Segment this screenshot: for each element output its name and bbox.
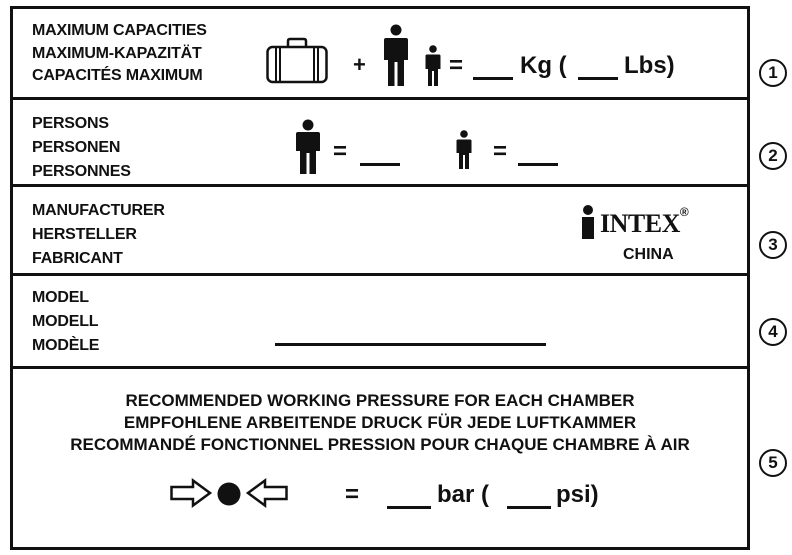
- pressure-bar-blank[interactable]: [387, 484, 431, 509]
- arrow-right-icon: [170, 478, 213, 508]
- intex-logo: INTEX®: [580, 205, 689, 239]
- luggage-icon: [266, 37, 328, 84]
- pressure-heading: RECOMMENDED WORKING PRESSURE FOR EACH CH…: [10, 390, 750, 456]
- section-divider: [10, 97, 750, 100]
- capacity-lbs-blank[interactable]: [578, 55, 618, 80]
- label-en: PERSONS: [32, 115, 109, 132]
- section-number-5: 5: [759, 449, 787, 477]
- unit-psi: psi): [556, 481, 599, 508]
- label-de: PERSONEN: [32, 139, 121, 156]
- chamber-dot-icon: [217, 482, 241, 506]
- adult-count-blank[interactable]: [360, 141, 400, 166]
- label-en: MANUFACTURER: [32, 202, 165, 219]
- brand-name: INTEX: [600, 209, 680, 238]
- persons-labels: PERSONS PERSONEN PERSONNES: [32, 112, 131, 184]
- adult-person-icon: [296, 119, 320, 174]
- child-count-blank[interactable]: [518, 141, 558, 166]
- label-en: MAXIMUM CAPACITIES: [32, 22, 207, 39]
- label-fr: MODÈLE: [32, 337, 100, 354]
- label-en: MODEL: [32, 289, 89, 306]
- label-de: MAXIMUM-KAPAZITÄT: [32, 44, 202, 62]
- label-fr: PERSONNES: [32, 163, 131, 180]
- section-number-2: 2: [759, 142, 787, 170]
- capacity-kg-blank[interactable]: [473, 55, 513, 80]
- model-labels: MODEL MODELL MODÈLE: [32, 286, 99, 358]
- heading-en: RECOMMENDED WORKING PRESSURE FOR EACH CH…: [125, 391, 635, 410]
- section-number-1: 1: [759, 59, 787, 87]
- equals-sign: =: [345, 481, 360, 508]
- country-of-origin: CHINA: [623, 246, 674, 263]
- intex-logo-mark: [582, 205, 594, 239]
- heading-fr: RECOMMANDÉ FONCTIONNEL PRESSION POUR CHA…: [70, 435, 690, 454]
- label-fr: FABRICANT: [32, 250, 123, 267]
- adult-person-icon: [384, 24, 408, 86]
- arrow-left-icon: [245, 478, 288, 508]
- label-de: MODELL: [32, 313, 99, 330]
- model-blank[interactable]: [275, 343, 546, 346]
- section-divider: [10, 273, 750, 276]
- child-person-icon: [456, 130, 472, 169]
- label-fr: CAPACITÉS MAXIMUM: [32, 67, 203, 84]
- section-divider: [10, 366, 750, 369]
- equals-sign: =: [449, 52, 464, 79]
- pressure-psi-blank[interactable]: [507, 484, 551, 509]
- unit-lbs: Lbs): [624, 52, 675, 79]
- child-person-icon: [425, 45, 441, 86]
- label-frame: [10, 6, 750, 550]
- section-divider: [10, 184, 750, 187]
- manufacturer-labels: MANUFACTURER HERSTELLER FABRICANT: [32, 199, 165, 271]
- section-number-4: 4: [759, 318, 787, 346]
- label-de: HERSTELLER: [32, 226, 137, 243]
- max-capacities-labels: MAXIMUM CAPACITIES MAXIMUM-KAPAZITÄT CAP…: [32, 20, 207, 88]
- unit-kg: Kg (: [520, 52, 567, 79]
- plus-sign: +: [353, 52, 366, 77]
- unit-bar: bar (: [437, 481, 490, 508]
- registered-mark: ®: [679, 205, 689, 219]
- equals-sign: =: [493, 138, 508, 165]
- equals-sign: =: [333, 138, 348, 165]
- section-number-3: 3: [759, 231, 787, 259]
- heading-de: EMPFOHLENE ARBEITENDE DRUCK FÜR JEDE LUF…: [123, 413, 637, 432]
